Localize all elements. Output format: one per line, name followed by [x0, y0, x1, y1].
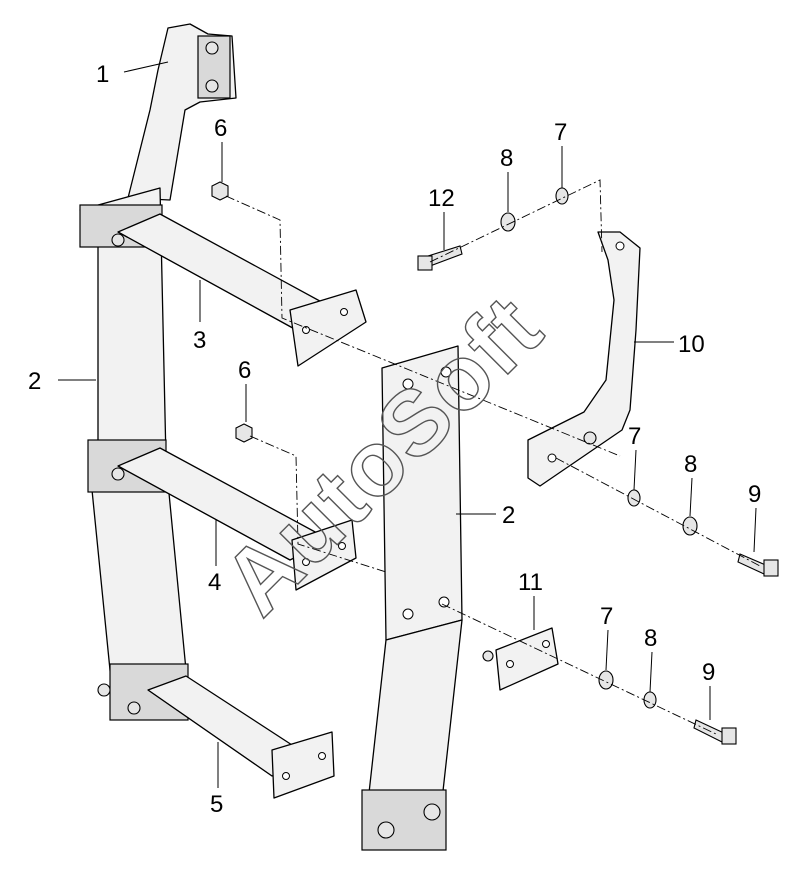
right-frame-assembly	[361, 345, 463, 851]
part-8-washer-mid	[682, 516, 698, 536]
part-11-plate	[495, 627, 559, 691]
left-frame-assembly	[79, 23, 367, 799]
part-7-nut-top	[555, 187, 569, 205]
part-7-washer-low	[598, 670, 614, 690]
callout-2-left: 2	[28, 368, 41, 395]
part-1-bolt-lower	[205, 79, 219, 93]
part-9-bolt-low	[693, 719, 737, 745]
part-6-nut-upper	[211, 181, 229, 201]
axis-upper-bolt	[429, 179, 603, 263]
axis-upper-nut	[225, 195, 621, 457]
axis-lower-nut	[249, 435, 387, 573]
callout-12: 12	[428, 185, 455, 212]
part-10-bolt	[583, 431, 597, 445]
part-7-nut-mid	[627, 489, 641, 507]
callout-1: 1	[96, 61, 109, 88]
watermark-logo: AutoSoft	[204, 276, 562, 634]
callout-6-lower: 6	[238, 357, 251, 384]
part-5-end-bracket	[271, 731, 335, 799]
axis-mid-bolt	[555, 457, 761, 567]
part-8-nut-low	[643, 691, 657, 709]
callout-10: 10	[678, 331, 705, 358]
callout-5: 5	[210, 791, 223, 818]
part-9-bolt-mid	[737, 553, 779, 577]
part-12-bolt	[417, 245, 463, 271]
part-1-bolt-upper	[205, 41, 219, 55]
part-3-end-bracket	[289, 289, 367, 367]
part-8-washer-top	[500, 212, 516, 232]
callout-6-upper: 6	[214, 115, 227, 142]
callout-11: 11	[518, 569, 543, 596]
part-10-bracket	[527, 231, 641, 487]
part-2-left-side-plate-lower	[91, 461, 187, 691]
callout-9-mid: 9	[748, 481, 761, 508]
callout-7-mid: 7	[628, 423, 641, 450]
part-6-nut-lower	[235, 423, 253, 443]
callout-8-mid: 8	[684, 451, 697, 478]
callout-7-low: 7	[600, 603, 613, 630]
callout-2-right: 2	[502, 502, 515, 529]
callout-4: 4	[208, 569, 221, 596]
callout-9-low: 9	[702, 659, 715, 686]
callout-3: 3	[193, 327, 206, 354]
axis-low-bolt	[441, 603, 717, 735]
part-4-end-bracket	[291, 519, 357, 591]
callout-7-top: 7	[554, 119, 567, 146]
callout-8-low: 8	[644, 625, 657, 652]
callout-8-top: 8	[500, 145, 513, 172]
